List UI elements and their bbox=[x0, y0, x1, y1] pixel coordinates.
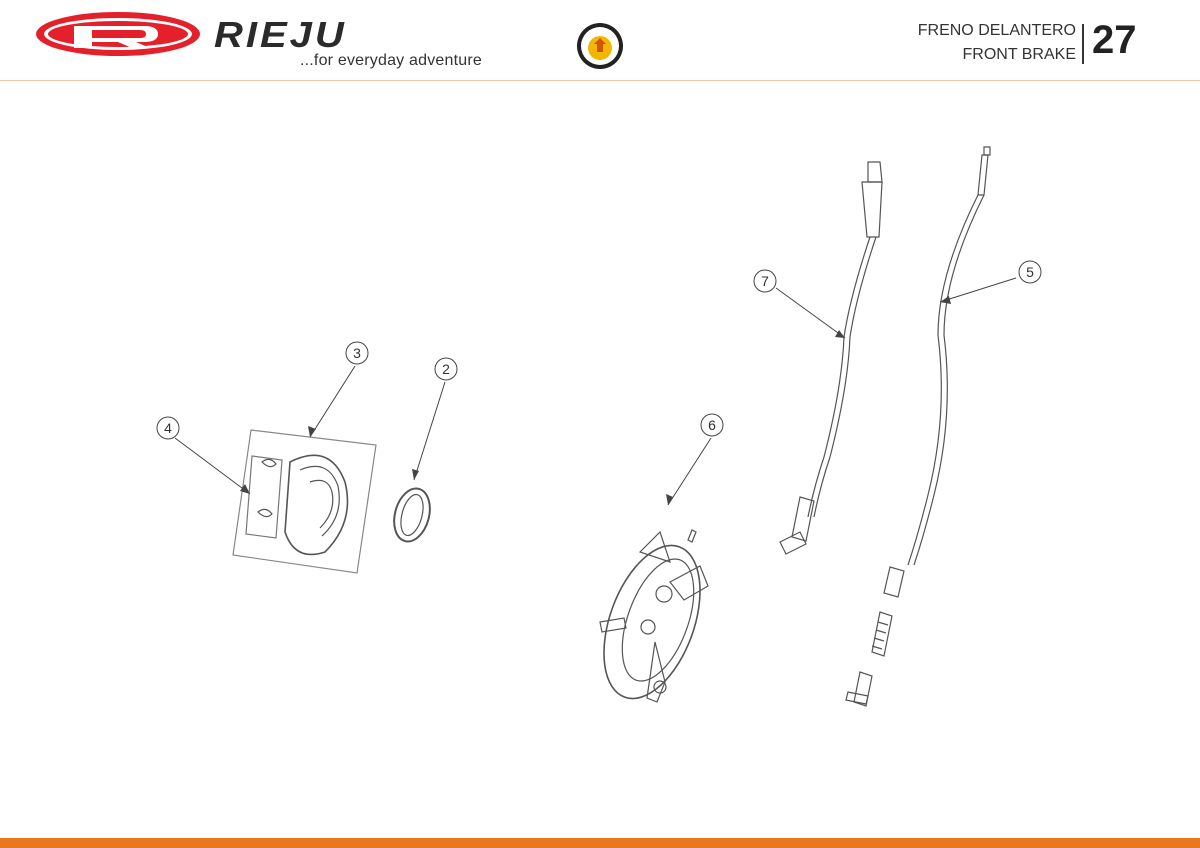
title-divider bbox=[1082, 24, 1084, 64]
brand-wordmark: RIEJU bbox=[214, 15, 347, 55]
callout-6: 6 bbox=[700, 413, 724, 437]
callout-2: 2 bbox=[434, 357, 458, 381]
leader-line-2 bbox=[413, 381, 446, 481]
speedometer-cable bbox=[779, 161, 883, 555]
leader-line-3 bbox=[309, 365, 356, 438]
leader-line-4 bbox=[174, 437, 251, 495]
front-brake-cable bbox=[845, 146, 991, 707]
callout-7: 7 bbox=[753, 269, 777, 293]
callout-5: 5 bbox=[1018, 260, 1042, 284]
svg-text:4: 4 bbox=[164, 420, 172, 436]
footer-accent-bar bbox=[0, 838, 1200, 848]
svg-text:6: 6 bbox=[708, 417, 716, 433]
exploded-parts-diagram: 3 2 4 6 7 5 bbox=[156, 146, 1042, 707]
brake-plate bbox=[599, 529, 709, 703]
svg-text:7: 7 bbox=[761, 273, 769, 289]
svg-text:5: 5 bbox=[1026, 264, 1034, 280]
svg-text:3: 3 bbox=[353, 345, 361, 361]
page-title-spanish: FRENO DELANTERO bbox=[917, 22, 1076, 39]
page-title-english: FRONT BRAKE bbox=[962, 46, 1077, 63]
leader-line-5 bbox=[939, 277, 1017, 303]
header-divider bbox=[0, 80, 1200, 81]
brake-shoe-assembly bbox=[232, 429, 377, 574]
callout-3: 3 bbox=[345, 341, 369, 365]
page-header: RIEJU ...for everyday adventure FRENO DE… bbox=[0, 0, 1200, 82]
rye-moto-badge-icon bbox=[577, 23, 623, 69]
page-number: 27 bbox=[1092, 18, 1137, 62]
svg-text:2: 2 bbox=[442, 361, 450, 377]
brand-tagline: ...for everyday adventure bbox=[300, 52, 482, 69]
leader-line-7 bbox=[775, 287, 846, 339]
seal-ring bbox=[393, 487, 431, 543]
callout-4: 4 bbox=[156, 416, 180, 440]
leader-line-6 bbox=[667, 437, 712, 506]
rieju-logo bbox=[36, 12, 200, 56]
